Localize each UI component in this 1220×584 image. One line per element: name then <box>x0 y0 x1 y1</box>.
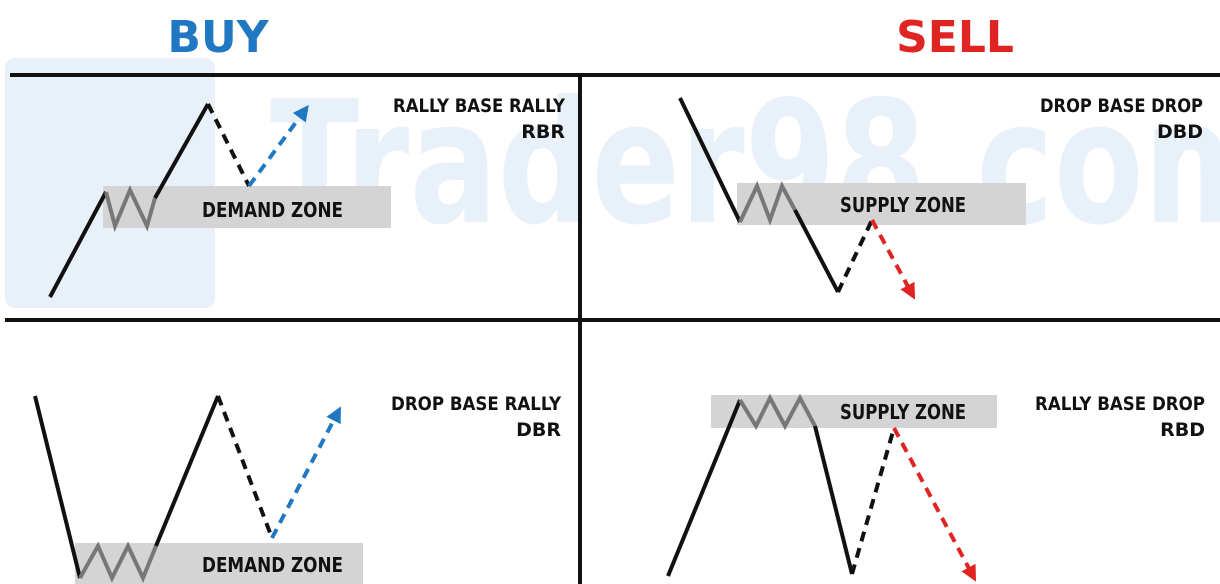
sell-header: SELL <box>896 12 1014 63</box>
demand-zone-label-rbr: DEMAND ZONE <box>202 198 343 222</box>
watermark-logo-mark <box>5 58 215 308</box>
watermark-text: Trader98.com <box>270 65 1220 263</box>
sell-arrow-dbd <box>870 219 916 300</box>
pullback-line-dbr <box>216 395 274 539</box>
pullback-line-rbd <box>850 427 896 575</box>
rally-line-rbd <box>666 399 742 577</box>
base-zigzag-rbd <box>738 393 817 431</box>
panel-dbr: DEMAND ZONE DROP BASE RALLY DBR <box>33 393 561 584</box>
demand-zone-label-dbr: DEMAND ZONE <box>202 553 343 577</box>
pullback-line-rbr <box>206 103 251 187</box>
drop-line-dbr <box>33 395 82 579</box>
demand-zone-dbr <box>75 543 363 584</box>
panel-rbr: DEMAND ZONE RALLY BASE RALLY RBR <box>48 95 565 298</box>
buy-header: BUY <box>167 12 269 63</box>
panel-code-dbd: DBD <box>1157 121 1203 143</box>
drop-line-dbd <box>678 97 742 223</box>
panel-title-rbr: RALLY BASE RALLY <box>393 95 565 117</box>
supply-zone-label-rbd: SUPPLY ZONE <box>840 400 966 424</box>
panel-title-dbr: DROP BASE RALLY <box>391 393 561 415</box>
pullback-line-dbd <box>836 219 874 293</box>
drop-line-rbd <box>813 425 854 575</box>
panel-code-rbd: RBD <box>1160 419 1205 441</box>
panel-title-rbd: RALLY BASE DROP <box>1035 393 1205 415</box>
panel-code-dbr: DBR <box>516 419 561 441</box>
buy-arrow-dbr <box>270 406 341 539</box>
panel-code-rbr: RBR <box>521 121 565 143</box>
watermark: Trader98.com <box>5 58 1220 308</box>
rally-line-rbr <box>153 103 210 199</box>
base-zigzag-dbd <box>738 180 797 226</box>
second-drop-line-dbd <box>793 209 840 293</box>
price-line-rbr <box>48 191 108 298</box>
sell-arrow-rbd <box>892 427 977 582</box>
base-zigzag-rbr <box>104 185 157 233</box>
supply-zone-label-dbd: SUPPLY ZONE <box>840 193 966 217</box>
panel-title-dbd: DROP BASE DROP <box>1040 95 1203 117</box>
panel-dbd: SUPPLY ZONE DROP BASE DROP DBD <box>678 95 1203 300</box>
rally-line-dbr <box>154 395 220 547</box>
base-zigzag-dbr <box>78 541 158 583</box>
panel-rbd: SUPPLY ZONE RALLY BASE DROP RBD <box>666 393 1205 582</box>
